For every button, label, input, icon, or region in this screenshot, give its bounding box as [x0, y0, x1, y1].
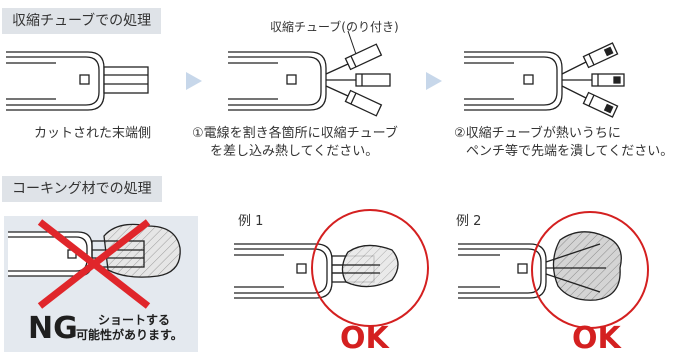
example1-ok-label: OK: [340, 321, 389, 356]
step2-caption-line2: を差し込み熱してください。: [210, 144, 379, 159]
section-label-shrink-tube: 収縮チューブでの処理: [2, 8, 162, 34]
step2-caption-line1: ①電線を割き各箇所に収縮チューブ: [192, 126, 398, 141]
section-label-caulking: コーキング材での処理: [2, 176, 162, 202]
step3-caption-line1: ②収縮チューブが熱いうちに: [454, 126, 621, 141]
step1-caption: カットされた末端側: [34, 126, 152, 141]
step3-caption-line2: ペンチ等で先端を潰してください。: [466, 144, 674, 159]
ng-label: NG: [28, 311, 78, 346]
example1-label: 例 1: [238, 214, 264, 229]
shrink-tube-callout: 収縮チューブ(のり付き): [270, 20, 399, 34]
example2-label: 例 2: [456, 214, 482, 229]
ng-note-line1: ショートする: [98, 313, 171, 327]
arrow-right-icon: [426, 72, 442, 90]
example2-ok-label: OK: [572, 321, 621, 356]
arrow-right-icon: [186, 72, 202, 90]
ng-note-line2: 可能性があります。: [76, 328, 183, 342]
